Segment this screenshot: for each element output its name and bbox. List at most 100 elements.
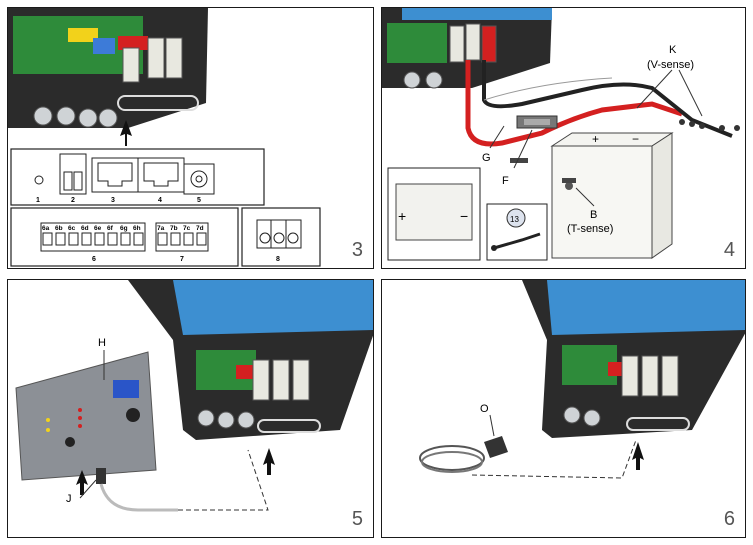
nut-size-label: 13 bbox=[510, 215, 519, 224]
screw-terminal bbox=[259, 232, 271, 244]
callout-f: F bbox=[502, 175, 509, 187]
callout-k: K bbox=[669, 44, 677, 56]
led bbox=[78, 416, 82, 420]
panel-5-illustration: H J bbox=[15, 280, 373, 512]
terminal-block-label: 7c bbox=[183, 225, 191, 232]
blue-front bbox=[547, 280, 745, 335]
screw-terminal bbox=[42, 232, 53, 246]
nut-size-badge bbox=[506, 208, 526, 228]
leader-line bbox=[489, 125, 505, 149]
terminal-post bbox=[621, 355, 639, 397]
rj45-plug bbox=[96, 468, 106, 484]
remote-display bbox=[113, 380, 139, 398]
callout-k-desc: (V-sense) bbox=[647, 59, 694, 71]
terminal-2-pin bbox=[63, 171, 73, 191]
washer bbox=[689, 121, 695, 127]
cable-gland bbox=[197, 409, 215, 427]
screw-terminal bbox=[68, 232, 79, 246]
terminal-5 bbox=[183, 163, 215, 195]
terminal-post-red bbox=[481, 25, 497, 63]
led bbox=[78, 424, 82, 428]
callout-j: J bbox=[66, 493, 72, 505]
led bbox=[46, 418, 50, 422]
screw-terminal bbox=[183, 232, 194, 246]
remote-knob bbox=[126, 408, 140, 422]
led bbox=[78, 408, 82, 412]
leader-line bbox=[513, 129, 533, 169]
panel-number-5: 5 bbox=[351, 508, 363, 530]
terminal-1 bbox=[34, 175, 44, 185]
screw-terminal bbox=[273, 232, 285, 244]
terminal-post bbox=[641, 355, 659, 397]
cable-gland bbox=[583, 409, 601, 427]
washer bbox=[679, 119, 685, 125]
battery-side bbox=[651, 132, 673, 259]
panel-number-6: 6 bbox=[723, 508, 735, 530]
panel-6: O 6 bbox=[381, 279, 746, 538]
terminal-post bbox=[165, 37, 183, 79]
battery-top bbox=[550, 132, 674, 147]
red-terminal bbox=[118, 36, 148, 50]
terminal-block-label: 6e bbox=[94, 225, 102, 232]
terminal-block-label: 6a bbox=[42, 225, 50, 232]
terminal-block-label: 7d bbox=[196, 225, 204, 232]
leader-line bbox=[678, 69, 703, 117]
panel-number-4: 4 bbox=[723, 239, 735, 261]
group-label-6: 6 bbox=[92, 256, 96, 263]
blue-front bbox=[173, 280, 373, 335]
arrow-up-icon bbox=[263, 448, 275, 475]
terminal-2-pin bbox=[73, 171, 83, 191]
arrow-up-icon bbox=[76, 470, 88, 495]
terminal-block-label: 6g bbox=[120, 225, 128, 232]
terminal-post bbox=[147, 37, 165, 79]
routing-line bbox=[471, 439, 637, 479]
callout-o: O bbox=[480, 403, 489, 415]
terminal-block-label: 6c bbox=[68, 225, 76, 232]
rj45-socket bbox=[97, 162, 133, 187]
arrow-up-icon bbox=[632, 442, 644, 470]
cable-slot bbox=[257, 419, 321, 433]
inset-minus: − bbox=[460, 208, 468, 224]
washer bbox=[734, 125, 740, 131]
terminal-5-pin bbox=[195, 175, 203, 183]
terminal-label-4: 4 bbox=[158, 197, 162, 204]
sense-wire bbox=[483, 77, 613, 101]
wrench-head bbox=[491, 245, 497, 251]
battery-icon bbox=[395, 183, 473, 241]
terminal-post bbox=[292, 359, 310, 401]
panel-5: H J 5 bbox=[7, 279, 374, 538]
panel-4-illustration: + − K (V-sense) G F B (T-sense) + − 13 bbox=[382, 8, 740, 261]
pcb-board bbox=[562, 345, 617, 385]
battery-minus-mark: − bbox=[632, 132, 639, 146]
washer bbox=[699, 123, 705, 129]
cable-gland bbox=[403, 71, 421, 89]
led bbox=[46, 428, 50, 432]
cable-gland bbox=[425, 71, 443, 89]
wrench-icon bbox=[493, 232, 541, 250]
panel-6-illustration: O bbox=[419, 280, 745, 479]
terminal-label-5: 5 bbox=[197, 197, 201, 204]
routing-line bbox=[178, 449, 269, 511]
cable-gland bbox=[217, 411, 235, 429]
cable-slot bbox=[626, 417, 690, 431]
screw-terminal bbox=[55, 232, 66, 246]
screw-terminal bbox=[81, 232, 92, 246]
cable-gland bbox=[78, 108, 98, 128]
group-label-7: 7 bbox=[180, 256, 184, 263]
remote-switch bbox=[65, 437, 75, 447]
bolt bbox=[510, 158, 528, 163]
terminal-block-label: 6b bbox=[55, 225, 63, 232]
cable-slot bbox=[117, 95, 199, 111]
screw-terminal bbox=[94, 232, 105, 246]
battery-case bbox=[551, 145, 653, 259]
remote-cable bbox=[99, 483, 178, 512]
sensor-cable-coil bbox=[421, 451, 483, 473]
connector-block bbox=[68, 28, 98, 42]
terminal-block-label: 7a bbox=[157, 225, 165, 232]
screw-terminal bbox=[107, 232, 118, 246]
blue-front bbox=[402, 8, 552, 20]
terminal-post bbox=[449, 25, 465, 63]
screw-terminal bbox=[170, 232, 181, 246]
